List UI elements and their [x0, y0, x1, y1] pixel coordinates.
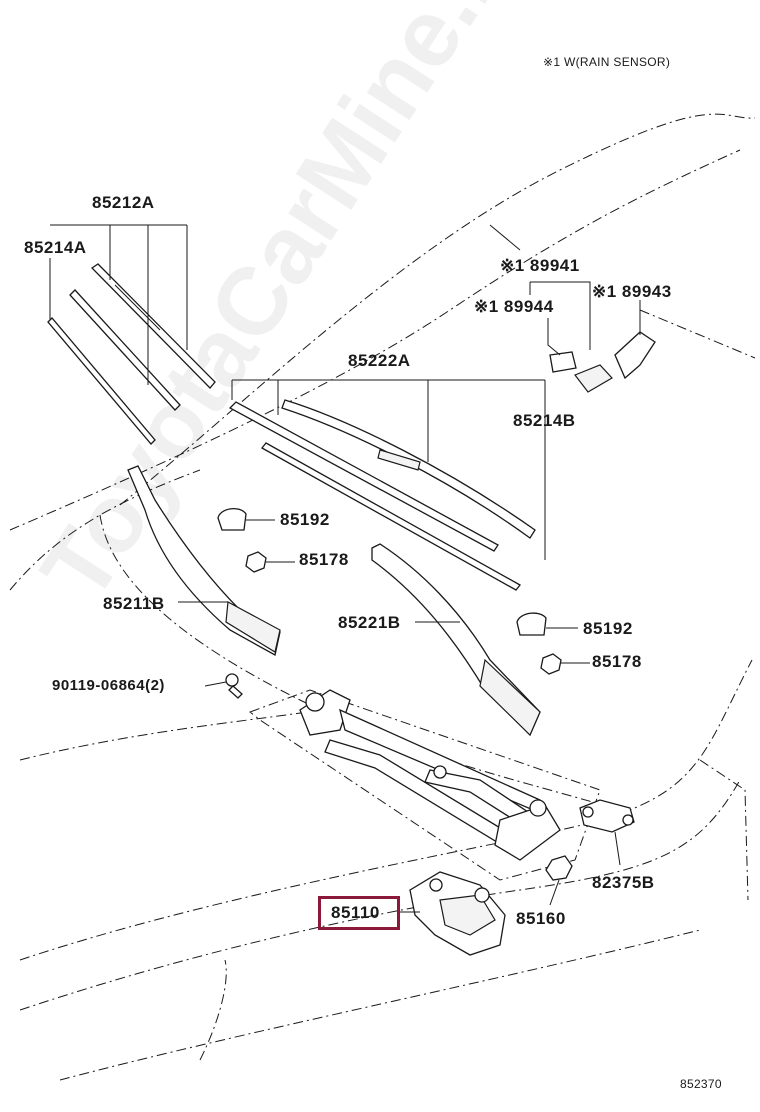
part-label-85110[interactable]: 85110 [331, 903, 380, 922]
part-label-85192-left[interactable]: 85192 [280, 510, 330, 529]
leaders-left-blade [49, 224, 188, 385]
rain-sensor-note: ※1 W(RAIN SENSOR) [543, 55, 671, 69]
wiper-motor [409, 871, 506, 956]
highlight-box-85110 [318, 896, 400, 930]
rain-sensor-parts [489, 224, 656, 393]
nut-85160 [545, 855, 573, 881]
side-curve [199, 959, 227, 1061]
part-label-85214A[interactable]: 85214A [24, 238, 87, 257]
lower-body-line [19, 659, 753, 961]
part-label-89944[interactable]: ※1 89944 [474, 297, 554, 316]
nut-85178-left [245, 551, 267, 573]
wiper-link-assembly [299, 689, 561, 861]
grommet-82375B [579, 799, 635, 833]
part-label-89943[interactable]: ※1 89943 [592, 282, 672, 301]
part-label-90119-06864[interactable]: 90119-06864(2) [52, 677, 165, 694]
cap-85192-left [217, 508, 247, 531]
windshield-outline [119, 113, 756, 506]
part-label-85222A[interactable]: 85222A [348, 351, 411, 370]
part-label-85221B[interactable]: 85221B [338, 613, 401, 632]
part-label-85160[interactable]: 85160 [516, 909, 566, 928]
pillar-line [99, 514, 621, 811]
part-label-85212A[interactable]: 85212A [92, 193, 155, 212]
right-wiper-blade [228, 399, 536, 591]
nut-85178-right [540, 653, 562, 675]
cowl-line [9, 469, 201, 591]
part-label-89941[interactable]: ※1 89941 [500, 256, 580, 275]
diagram-id: 852370 [680, 1077, 722, 1091]
left-wiper-blade [47, 263, 216, 445]
bottom-line [59, 929, 701, 1081]
cap-85192-right [516, 612, 547, 636]
wiper-arm-left [127, 465, 281, 656]
bolt-90119 [225, 673, 243, 699]
lower-body-line-2 [19, 779, 741, 1011]
part-label-85178-right[interactable]: 85178 [592, 652, 642, 671]
fender-line [19, 709, 321, 761]
part-label-85178-left[interactable]: 85178 [299, 550, 349, 569]
leaders-right-blade [231, 379, 546, 560]
part-label-85211B[interactable]: 85211B [103, 594, 165, 613]
part-label-85214B[interactable]: 85214B [513, 411, 576, 430]
side-line [699, 759, 749, 901]
part-label-85192-right[interactable]: 85192 [583, 619, 633, 638]
wiper-arm-right [371, 543, 541, 737]
part-label-82375B[interactable]: 82375B [592, 873, 655, 892]
rain-sensor-line [639, 309, 756, 359]
link-assembly-outline [248, 689, 601, 881]
